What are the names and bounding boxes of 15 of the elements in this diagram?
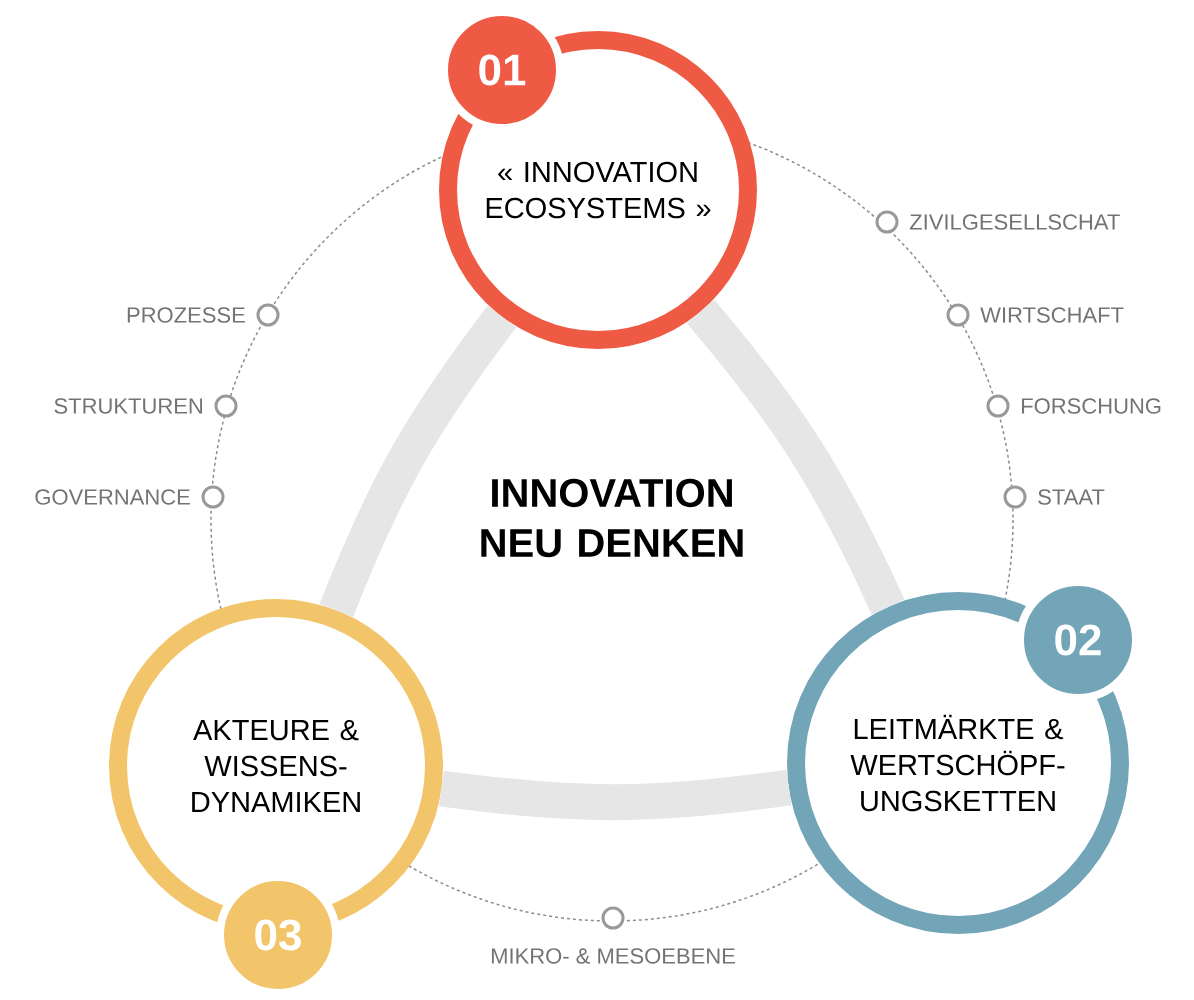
category-label: ZIVILGESELLSCHAT (909, 214, 1120, 230)
title: INNOVATION NEU DENKEN (481, 478, 743, 558)
category-label: PROZESSE (127, 307, 245, 323)
category-label: GOVERNANCE (35, 489, 190, 505)
node-label: LEITMÄRKTE & WERTSCHÖPF- UNGSKETTEN (850, 714, 1065, 812)
ribbon (319, 305, 517, 618)
number-badge: 03 (216, 873, 340, 997)
category-label: STRUKTUREN (54, 398, 202, 414)
category-label: FORSCHUNG (1022, 398, 1161, 414)
category-label: WIRTSCHAFT (980, 307, 1124, 323)
node-label: AKTEURE & WISSENS- DYNAMIKEN (192, 719, 360, 813)
category-label: MIKRO- & MESOEBENE (491, 948, 735, 964)
category-label: STAAT (1038, 489, 1105, 505)
ribbon (439, 769, 792, 821)
ribbon (686, 300, 905, 615)
